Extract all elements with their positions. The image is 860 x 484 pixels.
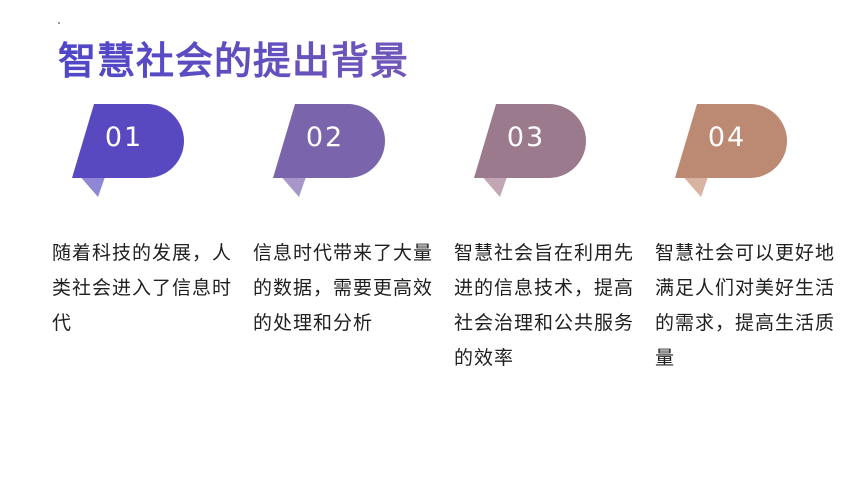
step-badge: 04 <box>675 104 787 199</box>
corner-dot <box>58 22 60 24</box>
step-description: 随着科技的发展，人类社会进入了信息时代 <box>52 242 233 334</box>
step-badge: 02 <box>273 104 385 199</box>
step-number: 02 <box>305 122 345 153</box>
step-description: 智慧社会旨在利用先进的信息技术，提高社会治理和公共服务的效率 <box>454 242 635 369</box>
step-number: 03 <box>506 122 546 153</box>
step-number: 04 <box>707 122 747 153</box>
speech-bubble-icon <box>72 104 184 197</box>
speech-bubble-icon <box>675 104 787 197</box>
step-description: 智慧社会可以更好地满足人们对美好生活的需求，提高生活质量 <box>655 242 836 369</box>
step-4: 04 智慧社会可以更好地满足人们对美好生活的需求，提高生活质量 <box>655 104 855 404</box>
step-description: 信息时代带来了大量的数据，需要更高效的处理和分析 <box>253 242 434 334</box>
step-number: 01 <box>104 122 144 153</box>
step-badge: 01 <box>72 104 184 199</box>
speech-bubble-icon <box>474 104 586 197</box>
slide-title: 智慧社会的提出背景 <box>58 30 409 85</box>
speech-bubble-icon <box>273 104 385 197</box>
step-1: 01 随着科技的发展，人类社会进入了信息时代 <box>52 104 252 404</box>
step-2: 02 信息时代带来了大量的数据，需要更高效的处理和分析 <box>253 104 453 404</box>
step-badge: 03 <box>474 104 586 199</box>
step-3: 03 智慧社会旨在利用先进的信息技术，提高社会治理和公共服务的效率 <box>454 104 654 404</box>
